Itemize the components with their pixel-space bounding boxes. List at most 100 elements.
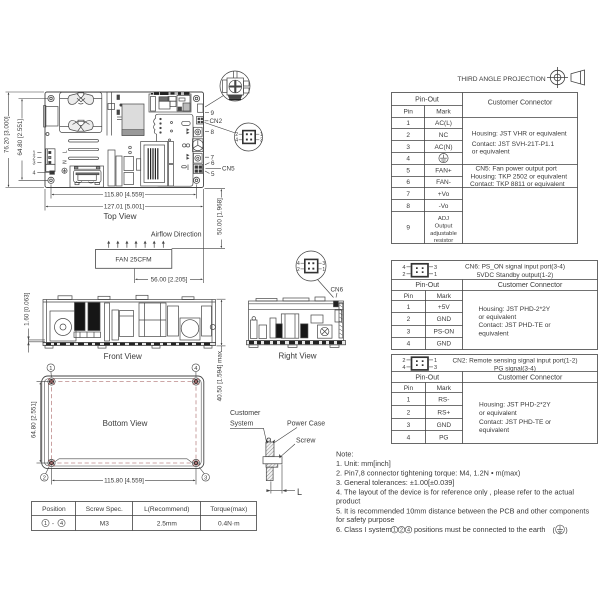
svg-text:4: 4 bbox=[194, 366, 197, 372]
svg-text:4: 4 bbox=[402, 265, 405, 271]
svg-text:3: 3 bbox=[322, 261, 325, 267]
svg-text:2: 2 bbox=[407, 316, 411, 323]
svg-text:1: 1 bbox=[393, 528, 396, 534]
svg-text:1: 1 bbox=[44, 521, 47, 527]
svg-text:FAN 25CFM: FAN 25CFM bbox=[115, 257, 151, 264]
svg-text:Customer Connector: Customer Connector bbox=[488, 100, 553, 107]
svg-text:CN2: Remote sensing signal inp: CN2: Remote sensing signal input port(1-… bbox=[452, 358, 577, 365]
svg-text:115.80 [4.559]: 115.80 [4.559] bbox=[104, 478, 144, 485]
svg-text:ADJ: ADJ bbox=[438, 216, 449, 222]
svg-text:Contact: JST SVH-21T-P1.1: Contact: JST SVH-21T-P1.1 bbox=[472, 141, 555, 148]
svg-text:1: 1 bbox=[434, 272, 437, 278]
svg-text:RS-: RS- bbox=[438, 397, 449, 404]
svg-text:115.80 [4.559]: 115.80 [4.559] bbox=[104, 192, 144, 199]
svg-text:2: 2 bbox=[400, 528, 403, 534]
svg-text:3: 3 bbox=[434, 365, 437, 371]
svg-text:64.80 [2.551]: 64.80 [2.551] bbox=[17, 119, 24, 156]
svg-text:40.50 [1.594] max: 40.50 [1.594] max bbox=[217, 350, 224, 401]
svg-text:for safety purpose: for safety purpose bbox=[336, 515, 394, 524]
svg-text:CN5: Fan power output port: CN5: Fan power output port bbox=[476, 166, 558, 173]
svg-text:76.20 [3.000]: 76.20 [3.000] bbox=[4, 116, 11, 153]
svg-text:8: 8 bbox=[406, 203, 410, 210]
svg-text:L(Recommend): L(Recommend) bbox=[144, 506, 189, 513]
svg-text:-: - bbox=[52, 520, 54, 527]
svg-text:Note:: Note: bbox=[336, 450, 353, 459]
svg-text:1: 1 bbox=[49, 366, 52, 372]
svg-text:FAN+: FAN+ bbox=[435, 167, 452, 174]
svg-text:3. General tolerances: ±1.00[: 3. General tolerances: ±1.00[±0.039] bbox=[336, 478, 454, 487]
svg-text:CN2: CN2 bbox=[210, 118, 223, 125]
svg-text:4. The layout of the device is: 4. The layout of the device is for refer… bbox=[336, 488, 574, 497]
svg-text:Position: Position bbox=[42, 506, 66, 513]
svg-text:4: 4 bbox=[402, 365, 405, 371]
svg-text:56.00 [2.205]: 56.00 [2.205] bbox=[151, 277, 188, 284]
svg-text:Pin: Pin bbox=[404, 293, 414, 300]
svg-text:0.4N·m: 0.4N·m bbox=[218, 521, 240, 528]
svg-text:4: 4 bbox=[60, 521, 63, 527]
svg-text:or equivalent: or equivalent bbox=[479, 410, 517, 417]
svg-text:1: 1 bbox=[407, 397, 411, 404]
svg-text:THIRD ANGLE PROJECTION: THIRD ANGLE PROJECTION bbox=[457, 76, 546, 83]
svg-text:or equivalent: or equivalent bbox=[479, 314, 517, 321]
svg-text:50.00 [1.968]: 50.00 [1.968] bbox=[216, 198, 223, 235]
svg-text:4: 4 bbox=[407, 435, 411, 442]
svg-text:1. Unit: mm[inch]: 1. Unit: mm[inch] bbox=[336, 459, 391, 468]
svg-text:4: 4 bbox=[406, 156, 410, 163]
svg-text:Front View: Front View bbox=[104, 352, 142, 361]
svg-text:Contact: TKP 8811 or equivale: Contact: TKP 8811 or equivalent bbox=[470, 181, 565, 188]
svg-text:7: 7 bbox=[211, 155, 215, 162]
svg-text:Contact: JST PHD-TE or: Contact: JST PHD-TE or bbox=[479, 419, 552, 426]
svg-text:RS+: RS+ bbox=[437, 409, 450, 416]
svg-text:PS-ON: PS-ON bbox=[434, 328, 455, 335]
svg-text:4: 4 bbox=[33, 171, 36, 177]
svg-text:FAN-: FAN- bbox=[436, 179, 451, 186]
svg-text:2: 2 bbox=[407, 409, 411, 416]
svg-text:PG signal(3-4): PG signal(3-4) bbox=[494, 365, 536, 372]
svg-text:6. Class I system: 6. Class I system bbox=[336, 525, 392, 534]
svg-text:2: 2 bbox=[297, 267, 300, 273]
svg-text:Pin-Out: Pin-Out bbox=[415, 374, 439, 381]
svg-text:1: 1 bbox=[322, 267, 325, 273]
svg-text:): ) bbox=[565, 525, 567, 534]
svg-text:N: N bbox=[63, 160, 69, 164]
svg-text:3: 3 bbox=[407, 328, 411, 335]
svg-text:3: 3 bbox=[406, 144, 410, 151]
svg-text:L: L bbox=[63, 150, 69, 153]
svg-text:4: 4 bbox=[297, 261, 300, 267]
svg-text:Screw: Screw bbox=[296, 438, 316, 445]
svg-text:resistor: resistor bbox=[434, 238, 453, 244]
svg-text:Mark: Mark bbox=[436, 109, 451, 116]
svg-text:Top View: Top View bbox=[103, 212, 136, 221]
svg-text:Bottom View: Bottom View bbox=[103, 419, 148, 428]
svg-text:product: product bbox=[336, 497, 360, 506]
svg-text:6: 6 bbox=[211, 160, 215, 167]
svg-text:Housing: JST VHR or equivalen: Housing: JST VHR or equivalent bbox=[472, 130, 567, 137]
svg-text:1: 1 bbox=[33, 151, 36, 157]
svg-text:Pin: Pin bbox=[403, 109, 413, 116]
svg-text:2.5mm: 2.5mm bbox=[157, 521, 178, 528]
svg-text:4: 4 bbox=[407, 341, 411, 348]
svg-text:equivalent: equivalent bbox=[479, 330, 509, 337]
svg-text:2: 2 bbox=[33, 156, 36, 162]
svg-text:CN6: CN6 bbox=[331, 287, 344, 294]
svg-text:(: ( bbox=[553, 525, 556, 534]
svg-text:2: 2 bbox=[402, 272, 405, 278]
svg-text:GND: GND bbox=[437, 341, 452, 348]
svg-text:9: 9 bbox=[406, 225, 410, 232]
svg-text:CN6: PS_ON signal input port(3: CN6: PS_ON signal input port(3-4) bbox=[465, 263, 565, 270]
svg-text:1: 1 bbox=[434, 358, 437, 364]
svg-text:3: 3 bbox=[434, 265, 437, 271]
svg-text:Housing: JST PHD-2*2Y: Housing: JST PHD-2*2Y bbox=[479, 306, 551, 313]
svg-text:1: 1 bbox=[260, 132, 263, 138]
svg-text:M3: M3 bbox=[100, 521, 109, 528]
svg-text:Output: Output bbox=[435, 224, 453, 230]
svg-text:Housing: TKP 2502 or equivale: Housing: TKP 2502 or equivalent bbox=[471, 173, 568, 180]
svg-text:9: 9 bbox=[211, 110, 215, 117]
svg-text:5. It is recommended 10mm dist: 5. It is recommended 10mm distance betwe… bbox=[336, 506, 589, 515]
svg-text:8: 8 bbox=[211, 129, 215, 136]
svg-text:127.01 [5.001]: 127.01 [5.001] bbox=[104, 204, 145, 211]
svg-text:3: 3 bbox=[260, 138, 263, 144]
svg-text:4: 4 bbox=[407, 528, 410, 534]
svg-text:Right View: Right View bbox=[278, 352, 316, 361]
svg-text:Customer: Customer bbox=[230, 410, 261, 417]
